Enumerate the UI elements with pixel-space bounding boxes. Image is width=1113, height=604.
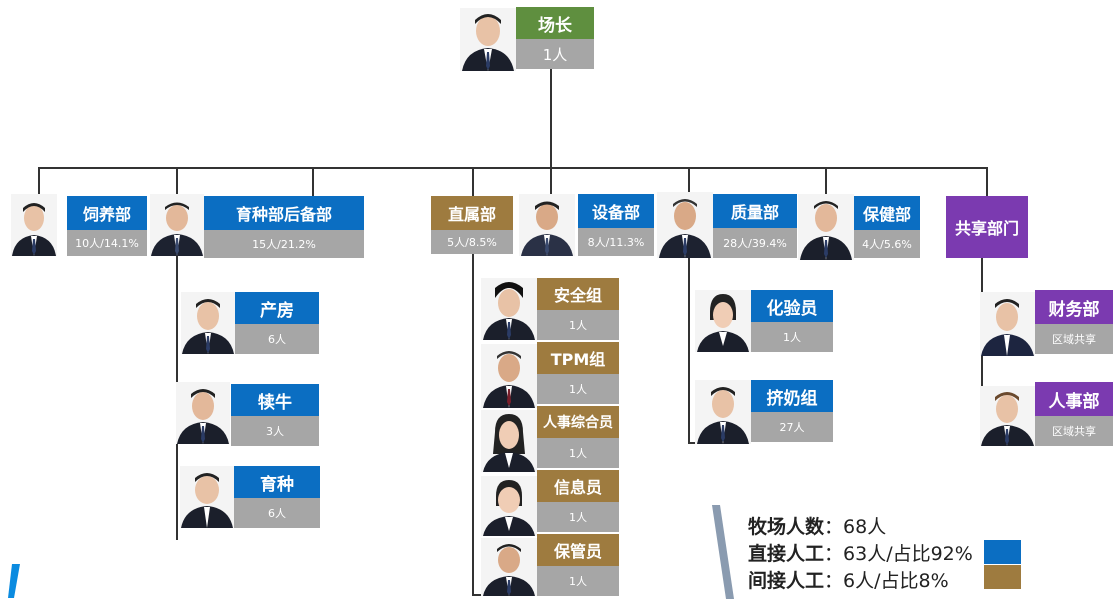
dept-breeding-title: 育种部后备部	[204, 196, 364, 230]
breeding-unit-photo-3	[180, 466, 234, 528]
dept-breeding-count: 15人/21.2%	[204, 230, 364, 258]
equipment-head-photo	[519, 194, 575, 256]
quality-unit-photo-2	[695, 380, 751, 444]
dept-equipment-title: 设备部	[578, 194, 654, 228]
direct-unit-count-4: 1人	[537, 502, 619, 532]
quality-head-photo	[657, 192, 713, 258]
direct-unit-photo-1	[481, 278, 537, 340]
direct-unit-title-2: TPM组	[537, 342, 619, 374]
shared-unit-count-2: 区域共享	[1035, 416, 1113, 446]
direct-unit-title-5: 保管员	[537, 534, 619, 566]
dept-shared-title: 共享部门	[946, 196, 1028, 258]
quality-unit-count-2: 27人	[751, 412, 833, 442]
breeding-unit-photo-1	[181, 292, 235, 354]
director-photo	[460, 8, 516, 71]
breeding-head-photo	[150, 194, 204, 256]
quality-unit-photo-1	[695, 290, 751, 352]
direct-unit-photo-2	[481, 344, 537, 408]
direct-unit-photo-4	[481, 476, 537, 536]
summary-total-label: 牧场人数	[748, 516, 825, 538]
direct-unit-photo-5	[481, 538, 537, 596]
shared-unit-title-1: 财务部	[1035, 290, 1113, 324]
direct-unit-count-5: 1人	[537, 566, 619, 596]
quality-unit-count-1: 1人	[751, 322, 833, 352]
director-title: 场长	[516, 7, 594, 39]
dept-equipment-count: 8人/11.3%	[578, 228, 654, 256]
dept-feeding-title: 饲养部	[67, 196, 147, 230]
health-head-photo	[798, 194, 854, 260]
summary-indirect: 间接人工：6人/占比8%	[748, 566, 949, 593]
summary-accent-bar	[710, 505, 736, 599]
director-count: 1人	[516, 39, 594, 69]
direct-unit-photo-3	[481, 410, 537, 472]
dept-health-title: 保健部	[854, 196, 920, 230]
quality-unit-title-1: 化验员	[751, 290, 833, 322]
summary-direct-label: 直接人工	[748, 543, 825, 565]
dept-direct-title: 直属部	[431, 196, 513, 230]
quality-unit-title-2: 挤奶组	[751, 380, 833, 412]
breeding-unit-title-1: 产房	[235, 292, 319, 324]
direct-unit-count-2: 1人	[537, 374, 619, 404]
dept-health-count: 4人/5.6%	[854, 230, 920, 258]
breeding-unit-title-3: 育种	[234, 466, 320, 498]
feeding-head-photo	[11, 194, 57, 256]
breeding-unit-count-2: 3人	[231, 416, 319, 446]
dept-quality-title: 质量部	[713, 194, 797, 228]
breeding-unit-count-1: 6人	[235, 324, 319, 354]
summary-indirect-value: ：6人/占比8%	[824, 570, 949, 592]
breeding-unit-count-3: 6人	[234, 498, 320, 528]
summary-total-value: ：68人	[824, 516, 887, 538]
direct-unit-count-3: 1人	[537, 438, 619, 468]
legend-swatch-indirect	[984, 565, 1021, 589]
direct-unit-title-1: 安全组	[537, 278, 619, 310]
breeding-unit-photo-2	[176, 382, 230, 444]
direct-unit-count-1: 1人	[537, 310, 619, 340]
shared-unit-title-2: 人事部	[1035, 382, 1113, 416]
shared-unit-photo-2	[980, 386, 1035, 446]
summary-indirect-label: 间接人工	[748, 570, 825, 592]
dept-feeding-count: 10人/14.1%	[67, 230, 147, 256]
summary-direct: 直接人工：63人/占比92%	[748, 539, 973, 566]
legend-swatch-direct	[984, 540, 1021, 564]
direct-unit-title-4: 信息员	[537, 470, 619, 502]
shared-unit-photo-1	[980, 292, 1035, 356]
summary-direct-value: ：63人/占比92%	[824, 543, 973, 565]
dept-direct-count: 5人/8.5%	[431, 230, 513, 254]
summary-total: 牧场人数：68人	[748, 512, 886, 539]
breeding-unit-title-2: 犊牛	[231, 384, 319, 416]
decorative-corner-mark	[6, 562, 24, 600]
shared-unit-count-1: 区域共享	[1035, 324, 1113, 354]
direct-unit-title-3: 人事综合员	[537, 406, 619, 438]
dept-quality-count: 28人/39.4%	[713, 228, 797, 258]
